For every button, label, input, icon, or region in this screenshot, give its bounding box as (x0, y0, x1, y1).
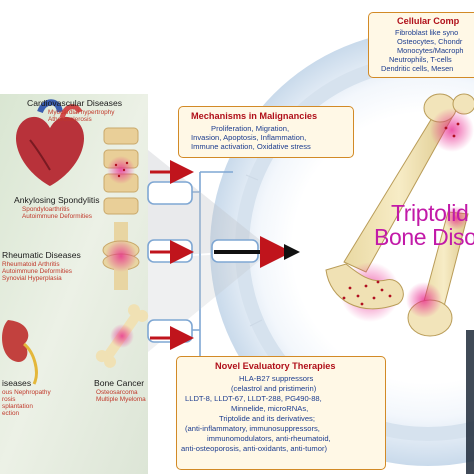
red-arrows (150, 160, 194, 350)
therapies-line-7: immunomodulators, anti-rheumatoid, (207, 434, 331, 443)
heart-icon (15, 99, 85, 186)
disease-sub-ankylosing-1: Spondyloarthritis (22, 206, 70, 213)
disease-sub-kidney-2: rosis (2, 396, 16, 403)
disease-sub-kidney-3: splantation (2, 403, 33, 410)
cellular-line-4: Neutrophils, T-cells (389, 55, 452, 64)
center-title-line-1: Triptolid (391, 200, 469, 226)
cellular-line-2: Osteocytes, Chondr (397, 37, 463, 46)
cellular-line-5: Dendritic cells, Mesen (381, 64, 454, 73)
mechanisms-box: Mechanisms in Malignancies Proliferation… (178, 106, 354, 158)
disease-title-cardiovascular: Cardiovascular Diseases (27, 98, 123, 108)
therapies-line-1: HLA-B27 suppressors (239, 374, 314, 383)
therapies-line-2: (celastrol and pristimerin) (231, 384, 317, 393)
spine-icon (103, 127, 139, 215)
disease-sub-kidney-1: ous Nephropathy (2, 389, 51, 396)
disease-sub-bone-cancer-1: Osteosarcoma (96, 389, 138, 396)
disease-title-bone-cancer: Bone Cancer (94, 378, 145, 388)
cellular-title: Cellular Comp (397, 16, 460, 26)
mechanisms-line-2: Invasion, Apoptosis, Inflammation, (191, 133, 307, 142)
disease-sub-rheumatic-1: Rheumatoid Arthritis (2, 261, 60, 268)
femur-bone-upper (325, 93, 474, 322)
black-arrowhead (284, 244, 300, 260)
cellular-components-box: Cellular Comp Fibroblast like syno Osteo… (368, 12, 474, 78)
disease-title-kidney: iseases (2, 378, 32, 388)
therapies-line-8: anti-osteoporosis, anti-oxidants, anti-t… (181, 444, 328, 453)
disease-sub-rheumatic-3: Synovial Hyperplasia (2, 275, 62, 282)
mechanisms-line-3: Immune activation, Oxidative stress (191, 142, 311, 151)
kidney-icon (2, 320, 38, 385)
disease-sub-ankylosing-2: Autoimmune Deformities (22, 213, 92, 220)
cellular-line-1: Fibroblast like syno (395, 28, 459, 37)
disease-sub-bone-cancer-2: Multiple Myeloma (96, 396, 146, 403)
frame-edge (466, 330, 474, 474)
center-title-line-2: Bone Diso (374, 224, 474, 250)
therapies-box: Novel Evaluatory Therapies HLA-B27 suppr… (176, 356, 386, 470)
mechanisms-line-1: Proliferation, Migration, (211, 124, 290, 133)
cellular-line-3: Monocytes/Macroph (397, 46, 464, 55)
long-bone-icon (95, 304, 149, 368)
therapies-line-5: Triptolide and its derivatives; (219, 414, 315, 423)
disease-title-rheumatic: Rheumatic Diseases (2, 250, 81, 260)
therapies-line-3: LLDT-8, LLDT-67, LLDT-288, PG490-88, (185, 394, 322, 403)
therapies-line-6: (anti-inflammatory, immunosuppressors, (185, 424, 320, 433)
knee-joint-icon (102, 222, 140, 290)
disease-sub-cardiovascular-1: Myocardial hypertrophy (48, 109, 115, 116)
disease-sub-rheumatic-2: Autoimmune Deformities (2, 268, 72, 275)
femur-bone-lower (406, 206, 469, 337)
disease-sub-kidney-4: ection (2, 410, 20, 417)
therapies-line-4: Minnelide, microRNAs, (231, 404, 309, 413)
mechanisms-title: Mechanisms in Malignancies (191, 111, 318, 121)
therapies-title: Novel Evaluatory Therapies (215, 361, 336, 371)
disease-sub-cardiovascular-2: Atherosclerosis (48, 116, 92, 123)
disease-title-ankylosing: Ankylosing Spondylitis (14, 195, 100, 205)
